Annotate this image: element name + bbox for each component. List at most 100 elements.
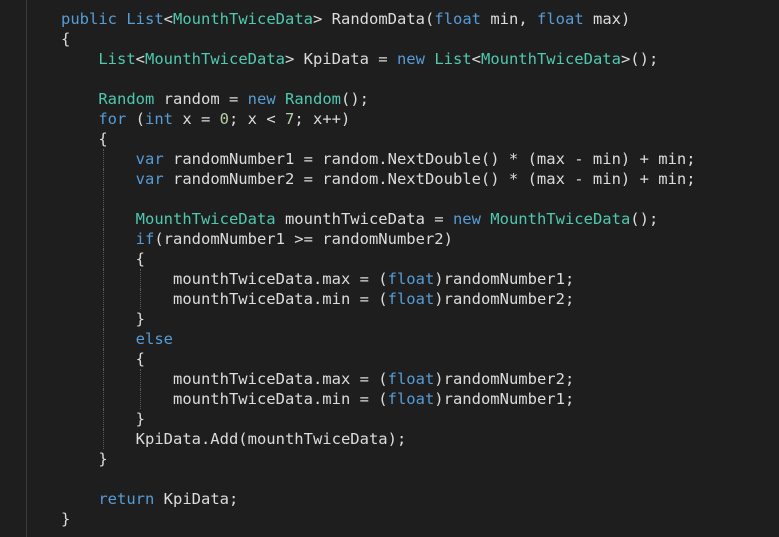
indent-guide (102, 269, 104, 289)
code-line[interactable]: mounthTwiceData.min = (float)randomNumbe… (61, 389, 696, 409)
code-token: KpiData.Add(mounthTwiceData); (135, 430, 407, 448)
gutter-divider (26, 0, 27, 537)
code-token: mounthTwiceData.min = ( (172, 390, 388, 408)
code-line[interactable]: } (61, 509, 696, 529)
code-token: public (61, 10, 117, 28)
code-token: mounthTwiceData.max = ( (172, 370, 388, 388)
indent-guide (102, 229, 104, 249)
indent-guide (140, 289, 142, 309)
code-token: new (452, 210, 481, 228)
indent-space (61, 230, 136, 248)
indent-guide (102, 369, 104, 389)
indent-guide (102, 149, 104, 169)
indent-space (61, 190, 136, 208)
indent-guide (102, 289, 104, 309)
code-line[interactable]: } (61, 449, 696, 469)
code-token: var (135, 170, 164, 188)
code-line[interactable]: var randomNumber2 = random.NextDouble() … (61, 169, 696, 189)
code-line[interactable]: if(randomNumber1 >= randomNumber2) (61, 229, 696, 249)
code-token: ( (126, 110, 145, 128)
code-token: ; x++) (294, 110, 351, 128)
indent-space (61, 130, 98, 148)
code-token: List (434, 50, 472, 68)
code-token: MounthTwiceData (490, 210, 631, 228)
code-line[interactable]: { (61, 29, 696, 49)
code-token (117, 10, 126, 28)
code-line[interactable]: } (61, 309, 696, 329)
indent-guide (102, 309, 104, 329)
code-token: > KpiData = (284, 50, 397, 68)
code-line[interactable]: } (61, 409, 696, 429)
code-token: { (98, 130, 108, 148)
code-token: if (135, 230, 155, 248)
code-line[interactable]: mounthTwiceData.max = (float)randomNumbe… (61, 369, 696, 389)
code-token (276, 90, 285, 108)
code-token: mounthTwiceData.max = ( (172, 270, 388, 288)
code-token: } (98, 450, 108, 468)
code-line[interactable]: var randomNumber1 = random.NextDouble() … (61, 149, 696, 169)
indent-space (61, 370, 173, 388)
code-line[interactable]: List<MounthTwiceData> KpiData = new List… (61, 49, 696, 69)
code-line[interactable] (61, 189, 696, 209)
indent-space (61, 330, 136, 348)
code-token: { (135, 250, 145, 268)
indent-space (61, 410, 136, 428)
code-token: List (98, 50, 136, 68)
indent-guide (102, 349, 104, 369)
code-line[interactable]: public List<MounthTwiceData> RandomData(… (61, 9, 696, 29)
code-area[interactable]: public List<MounthTwiceData> RandomData(… (61, 9, 696, 529)
code-line[interactable]: for (int x = 0; x < 7; x++) (61, 109, 696, 129)
code-line[interactable]: else (61, 329, 696, 349)
code-token: x = (173, 110, 220, 128)
code-token: >(); (620, 50, 659, 68)
indent-space (61, 90, 98, 108)
code-line[interactable]: mounthTwiceData.max = (float)randomNumbe… (61, 269, 696, 289)
code-token: new (396, 50, 425, 68)
code-line[interactable]: { (61, 129, 696, 149)
code-token: Random (285, 90, 341, 108)
code-line[interactable]: mounthTwiceData.min = (float)randomNumbe… (61, 289, 696, 309)
code-token: MounthTwiceData (173, 10, 313, 28)
code-token: min, (481, 10, 537, 28)
code-line[interactable]: KpiData.Add(mounthTwiceData); (61, 429, 696, 449)
indent-space (61, 470, 98, 488)
indent-guide (140, 269, 142, 289)
code-token: random = (154, 90, 248, 108)
code-line[interactable] (61, 469, 696, 489)
indent-space (61, 250, 136, 268)
indent-guide (102, 329, 104, 349)
code-token: new (247, 90, 276, 108)
code-token: 0 (219, 110, 230, 128)
code-token: float (387, 290, 435, 308)
code-token: mounthTwiceData = (275, 210, 453, 228)
code-token: else (135, 330, 173, 348)
code-token: ; x < (229, 110, 286, 128)
code-line[interactable]: Random random = new Random(); (61, 89, 696, 109)
indent-space (61, 70, 98, 88)
code-line[interactable]: return KpiData; (61, 489, 696, 509)
code-line[interactable] (61, 69, 696, 89)
code-token: < (135, 50, 145, 68)
indent-space (61, 170, 136, 188)
code-line[interactable]: { (61, 249, 696, 269)
code-token: MounthTwiceData (135, 210, 276, 228)
indent-guide (102, 429, 104, 449)
code-token: float (387, 390, 435, 408)
code-line[interactable]: { (61, 349, 696, 369)
code-token: Random (98, 90, 155, 108)
indent-space (61, 450, 98, 468)
code-token: float (387, 270, 435, 288)
indent-space (61, 210, 136, 228)
code-token: )randomNumber2; (434, 370, 575, 388)
code-token: } (61, 510, 71, 528)
code-line[interactable]: MounthTwiceData mounthTwiceData = new Mo… (61, 209, 696, 229)
code-token (481, 210, 490, 228)
code-token: for (98, 110, 127, 128)
indent-space (61, 110, 98, 128)
code-token: max) (583, 10, 631, 28)
code-token: } (135, 410, 145, 428)
code-token: randomNumber1 = random.NextDouble() * (m… (163, 150, 696, 168)
code-token: )randomNumber1; (434, 270, 575, 288)
indent-guide (102, 409, 104, 429)
